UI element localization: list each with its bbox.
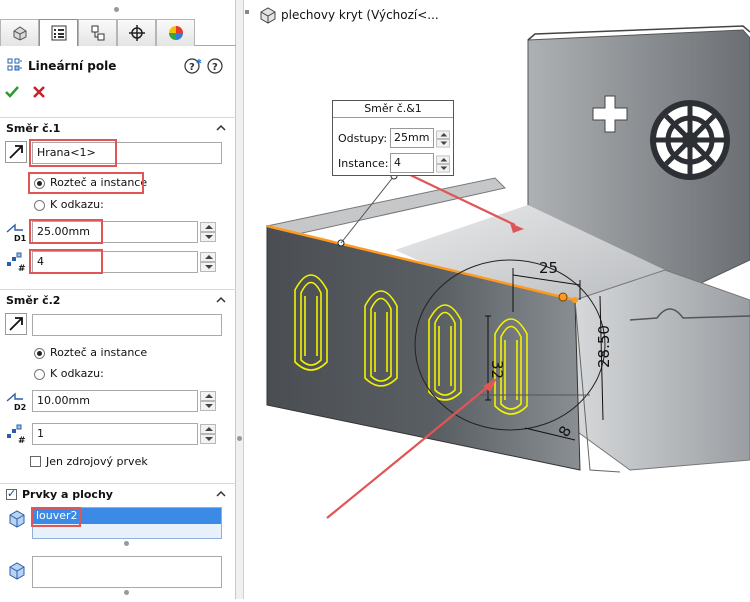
pattern-callout[interactable]: Směr č.&1 Odstupy: 25mm Instance: 4 (332, 100, 454, 176)
features-to-pattern-icon (9, 510, 25, 528)
collapse-chevron-icon[interactable] (216, 295, 226, 305)
spacing-d2-icon: D2 (6, 392, 26, 411)
direction2-spacing-radio[interactable] (34, 348, 45, 359)
panel-splitter[interactable] (236, 0, 244, 599)
direction2-title: Směr č.2 (6, 294, 61, 307)
annotation-highlight-instances (29, 249, 103, 274)
annotation-highlight-feature (31, 507, 81, 527)
part-icon (260, 7, 276, 24)
property-manager-panel: Lineární pole ?✱ ? Směr č.1 Hrana<1> Roz… (0, 0, 236, 599)
list-resize-handle[interactable] (124, 541, 129, 546)
annotation-highlight-edge (29, 139, 117, 167)
direction2-section-header[interactable]: Směr č.2 (0, 289, 236, 311)
callout-spacing-spinner[interactable] (436, 130, 450, 148)
dimension-d2[interactable]: 32 (488, 360, 506, 379)
direction1-spacing-spinner[interactable] (200, 222, 216, 242)
callout-title: Směr č.&1 (333, 101, 453, 118)
crosshair-icon (128, 25, 145, 41)
list-resize-handle-2[interactable] (124, 590, 129, 595)
instances-icon: # (7, 424, 26, 444)
svg-text:#: # (18, 264, 26, 272)
direction1-spacing-radio[interactable] (34, 178, 45, 189)
configuration-icon (91, 25, 104, 41)
instances-icon: # (7, 252, 26, 272)
faces-list-box[interactable] (32, 556, 222, 588)
cancel-x-icon[interactable] (33, 86, 45, 98)
feature-tree-root[interactable]: plechovy kryt (Výchozí<... (281, 8, 439, 22)
whats-wrong-icon[interactable]: ? (206, 57, 224, 75)
seed-only-checkbox[interactable] (30, 456, 41, 467)
linear-pattern-icon (7, 58, 22, 71)
ok-check-icon[interactable] (5, 86, 19, 98)
callout-instances-input[interactable]: 4 (390, 153, 434, 173)
tab-configuration-manager[interactable] (78, 19, 117, 46)
direction1-reference-label: K odkazu: (50, 198, 104, 211)
collapse-chevron-icon[interactable] (216, 123, 226, 133)
tab-property-manager[interactable] (39, 19, 78, 46)
svg-text:D2: D2 (14, 403, 26, 411)
tree-expander[interactable] (245, 10, 249, 14)
direction1-spacing-input[interactable]: 25.00mm (32, 221, 198, 243)
direction2-spacing-input[interactable]: 10.00mm (32, 390, 198, 412)
dimension-d3[interactable]: 28.50 (595, 325, 613, 368)
direction1-title: Směr č.1 (6, 122, 61, 135)
direction-arrow-icon (9, 317, 23, 331)
faces-to-pattern-icon (9, 562, 25, 580)
direction1-spacing-label: Rozteč a instance (50, 176, 148, 189)
direction1-instances-input[interactable]: 4 (32, 251, 198, 273)
annotation-highlight-spacing (29, 219, 103, 244)
page-title: Lineární pole (28, 59, 117, 73)
help-icon[interactable]: ?✱ (184, 57, 202, 75)
features-enable-checkbox[interactable] (6, 487, 17, 500)
splitter-grip[interactable] (237, 436, 242, 441)
direction2-reference-label: K odkazu: (50, 367, 104, 380)
manager-tabs (0, 19, 236, 46)
direction2-spacing-label: Rozteč a instance (50, 346, 148, 359)
tab-feature-manager[interactable] (0, 19, 39, 46)
callout-spacing-label: Odstupy: (338, 132, 388, 145)
property-list-icon (51, 25, 66, 41)
svg-text:?: ? (189, 62, 195, 73)
direction1-reference-radio[interactable] (34, 200, 45, 211)
direction1-section-header[interactable]: Směr č.1 (0, 117, 236, 139)
feature-tree-icon (13, 26, 26, 41)
svg-text:D1: D1 (14, 234, 27, 242)
reverse-direction2-button[interactable] (5, 313, 27, 335)
seed-only-label: Jen zdrojový prvek (46, 455, 148, 468)
display-color-icon (168, 26, 183, 40)
panel-resize-handle[interactable] (114, 7, 119, 12)
callout-instances-label: Instance: (338, 157, 389, 170)
direction2-reference-radio[interactable] (34, 369, 45, 380)
direction2-instances-spinner[interactable] (200, 424, 216, 444)
annotation-highlight-spacing-option (28, 172, 144, 194)
callout-instances-spinner[interactable] (436, 155, 450, 173)
direction-arrow-icon (9, 145, 23, 159)
graphics-area[interactable]: 25 32 28.50 8 plechovy kryt (Výchozí<...… (245, 0, 750, 599)
svg-text:#: # (18, 436, 26, 444)
direction2-instances-input[interactable]: 1 (32, 423, 198, 445)
callout-spacing-input[interactable]: 25mm (390, 128, 434, 148)
spacing-d1-icon: D1 (6, 223, 27, 242)
collapse-chevron-icon[interactable] (216, 489, 226, 499)
svg-text:?: ? (212, 62, 218, 73)
dimension-d1[interactable]: 25 (539, 259, 558, 277)
direction1-edge-field[interactable]: Hrana<1> (32, 142, 222, 164)
tab-dimxpert[interactable] (117, 19, 156, 46)
tab-display-manager[interactable] (156, 19, 195, 46)
reverse-direction-button[interactable] (5, 141, 27, 163)
features-section-header[interactable]: Prvky a plochy (0, 483, 236, 505)
direction1-instances-spinner[interactable] (200, 252, 216, 272)
direction2-edge-field[interactable] (32, 314, 222, 336)
direction2-spacing-spinner[interactable] (200, 391, 216, 411)
features-title: Prvky a plochy (22, 488, 113, 501)
model-viewport-svg: 25 32 28.50 8 (265, 25, 750, 519)
svg-text:✱: ✱ (196, 58, 202, 66)
